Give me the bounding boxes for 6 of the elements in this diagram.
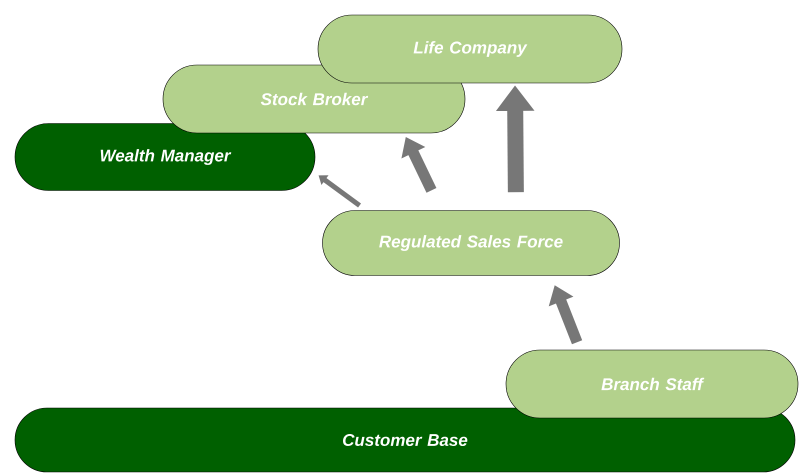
- rounded-box: Regulated Sales Force: [322, 210, 620, 276]
- rounded-box: Customer Base: [14, 408, 796, 472]
- rounded-box: Life Company: [318, 14, 622, 84]
- rounded-box: Wealth Manager: [14, 123, 316, 191]
- rounded-box: Branch Staff: [506, 350, 798, 418]
- block-arrow: [318, 175, 362, 208]
